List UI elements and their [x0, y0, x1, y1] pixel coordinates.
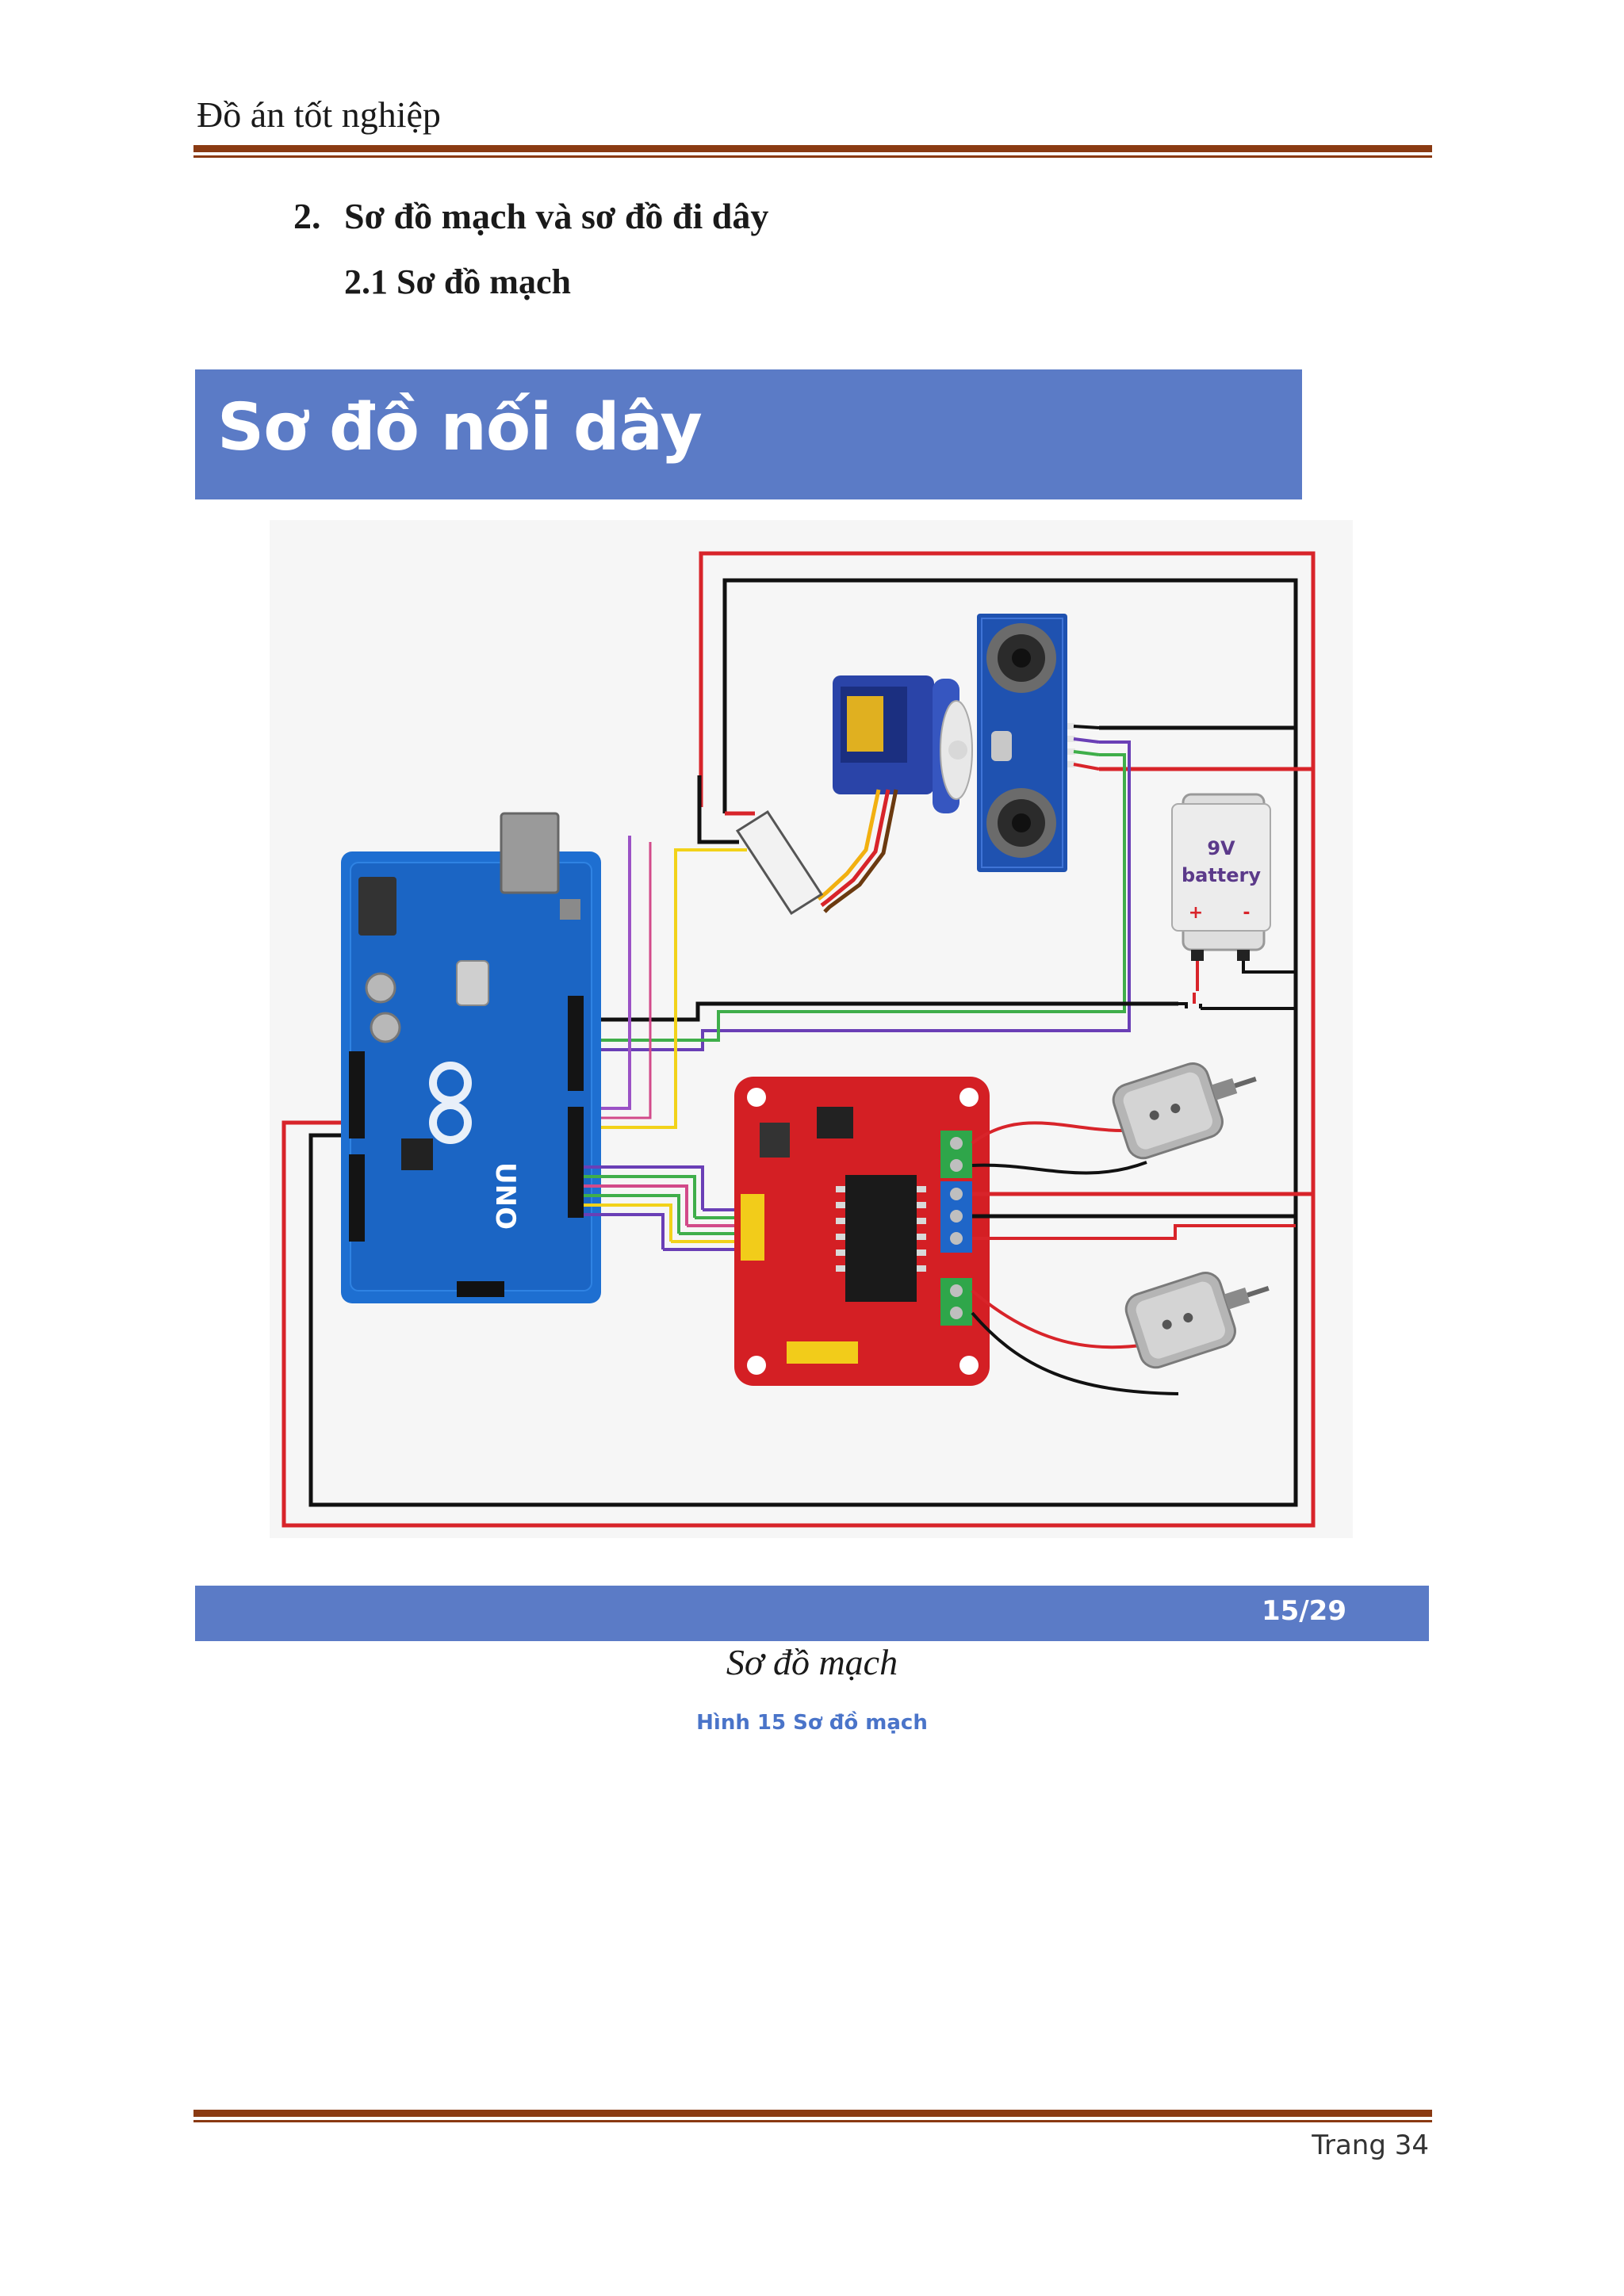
battery-label-text: battery [1182, 864, 1261, 886]
slide-title-banner: Sơ đồ nối dây [195, 369, 1302, 499]
section-title: Sơ đồ mạch và sơ đồ đi dây [344, 196, 769, 236]
header-rule [193, 145, 1432, 158]
figure-label: Hình 15 Sơ đồ mạch [696, 1711, 928, 1735]
slide-footer-bar: 15/29 [195, 1586, 1429, 1641]
battery-minus: - [1243, 903, 1250, 923]
slide-title: Sơ đồ nối dây [217, 390, 703, 465]
wiring-slide-image: Sơ đồ nối dây [195, 369, 1429, 1643]
header-title: Đồ án tốt nghiệp [197, 94, 441, 135]
section-number: 2. [293, 196, 321, 236]
slide-page-number: 15/29 [1261, 1595, 1346, 1627]
figure-caption: Sơ đồ mạch [726, 1642, 898, 1682]
wiring-diagram: 9V battery + - UNO [270, 520, 1353, 1538]
section-heading: 2. Sơ đồ mạch và sơ đồ đi dây [293, 195, 768, 237]
battery-label-voltage: 9V [1207, 837, 1235, 859]
page-number: Trang 34 [1312, 2130, 1429, 2161]
board-label: UNO [489, 1162, 521, 1230]
subsection-heading: 2.1 Sơ đồ mạch [344, 262, 571, 301]
battery-plus: + [1189, 903, 1203, 923]
footer-rule [193, 2110, 1432, 2122]
